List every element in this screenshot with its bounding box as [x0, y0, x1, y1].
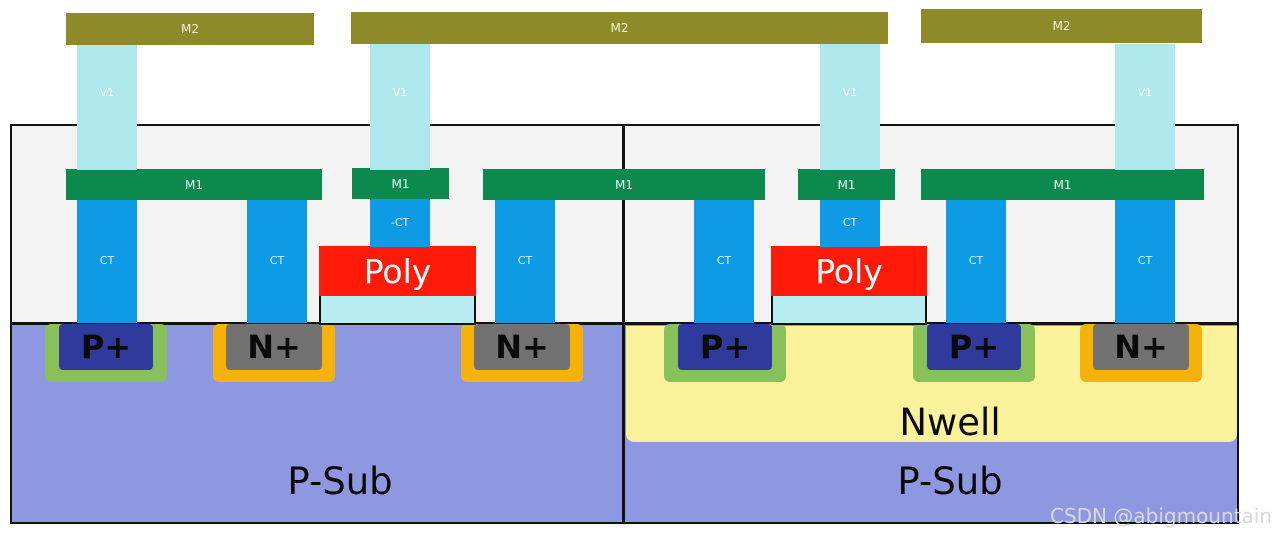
p-plus-diffusion: P+: [678, 324, 772, 370]
poly-gate: Poly: [319, 246, 476, 296]
contact-poly: CT: [820, 197, 880, 247]
metal1: M1: [66, 169, 322, 200]
poly-gate: Poly: [771, 246, 927, 296]
contact: CT: [694, 198, 754, 323]
via1: V1: [1115, 44, 1175, 170]
n-plus-diffusion: N+: [474, 324, 570, 370]
metal1: M1: [921, 169, 1204, 200]
contact: CT: [1115, 198, 1175, 323]
n-plus-diffusion: N+: [226, 324, 322, 370]
psub-label-right: P-Sub: [897, 459, 1003, 503]
n-plus-diffusion: N+: [1093, 324, 1189, 370]
contact: CT: [495, 198, 555, 323]
gate-oxide: [319, 294, 476, 325]
metal2: M2: [921, 9, 1202, 43]
p-plus-diffusion: P+: [927, 324, 1021, 370]
metal1: M1: [798, 169, 895, 200]
metal2: M2: [351, 12, 888, 44]
metal1: M1: [352, 168, 449, 199]
contact: CT: [247, 198, 307, 323]
watermark-text: CSDN @abigmountain: [1050, 504, 1272, 528]
surface-line: [10, 322, 1239, 325]
contact: CT: [77, 198, 137, 323]
contact: CT: [946, 198, 1006, 323]
metal2: M2: [66, 13, 314, 45]
p-plus-diffusion: P+: [59, 324, 153, 370]
via1: V1: [77, 44, 137, 170]
gate-oxide: [771, 294, 927, 325]
nwell-label: Nwell: [899, 400, 1001, 444]
psub-label-left: P-Sub: [287, 459, 393, 503]
contact-poly: -CT: [370, 197, 430, 247]
via1: V1: [820, 44, 880, 170]
via1: V1: [370, 44, 430, 170]
metal1: M1: [483, 169, 765, 200]
